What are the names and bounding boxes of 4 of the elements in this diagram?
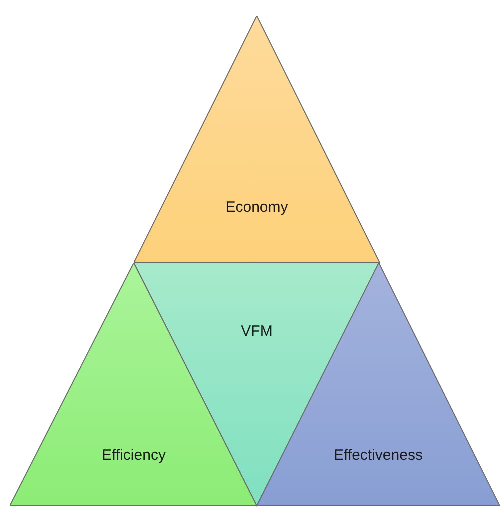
- triangle-label: VFM: [241, 323, 273, 341]
- triangle-label: Economy: [226, 199, 288, 217]
- triangle-label: Effectiveness: [334, 447, 423, 465]
- triangle-label: Efficiency: [102, 447, 166, 465]
